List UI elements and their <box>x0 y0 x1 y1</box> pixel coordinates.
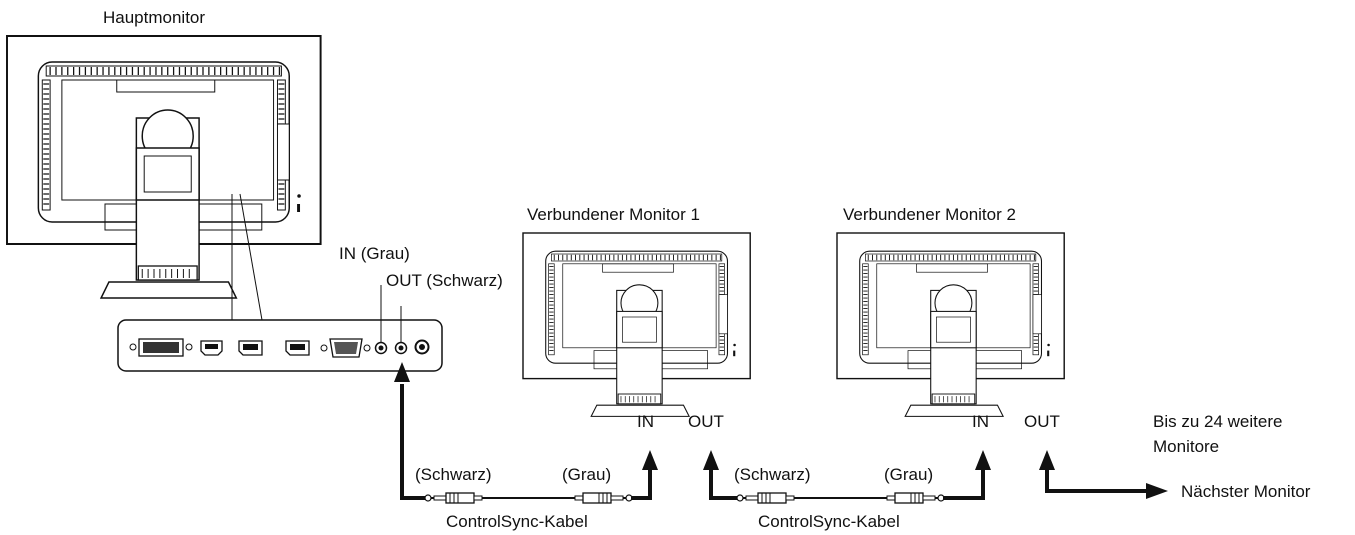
port-in-grey-label: IN (Grau) <box>339 244 410 263</box>
main-monitor-illustration <box>6 35 322 299</box>
next-monitor-arrow <box>1039 450 1168 499</box>
monitor-1-out-label: OUT <box>688 412 724 431</box>
port-out-black-label: OUT (Schwarz) <box>386 271 503 290</box>
cable-1-grey-end-label: (Grau) <box>562 465 612 484</box>
monitor-2-out-label: OUT <box>1024 412 1060 431</box>
cable-2-black-end-label: (Schwarz) <box>734 465 811 484</box>
monitor-2-in-label: IN <box>972 412 989 431</box>
connected-monitor-1-illustration <box>522 232 751 418</box>
port-panel <box>117 285 443 372</box>
cable-2-name-label: ControlSync-Kabel <box>758 512 900 531</box>
cable-1-black-end-label: (Schwarz) <box>415 465 492 484</box>
monitor-1-in-label: IN <box>637 412 654 431</box>
connected-monitor-2-label: Verbundener Monitor 2 <box>843 205 1016 224</box>
cable-2-grey-end-label: (Grau) <box>884 465 934 484</box>
connected-monitor-2-illustration <box>836 232 1065 418</box>
connected-monitor-1-label: Verbundener Monitor 1 <box>527 205 700 224</box>
more-monitors-line1: Bis zu 24 weitere <box>1153 412 1283 431</box>
controlsync-cable-1 <box>394 362 658 504</box>
next-monitor-label: Nächster Monitor <box>1181 482 1311 501</box>
port-panel-callout <box>231 193 263 321</box>
cable-1-name-label: ControlSync-Kabel <box>446 512 588 531</box>
more-monitors-line2: Monitore <box>1153 437 1220 456</box>
main-monitor-label: Hauptmonitor <box>103 8 206 27</box>
controlsync-cable-2 <box>703 450 991 504</box>
